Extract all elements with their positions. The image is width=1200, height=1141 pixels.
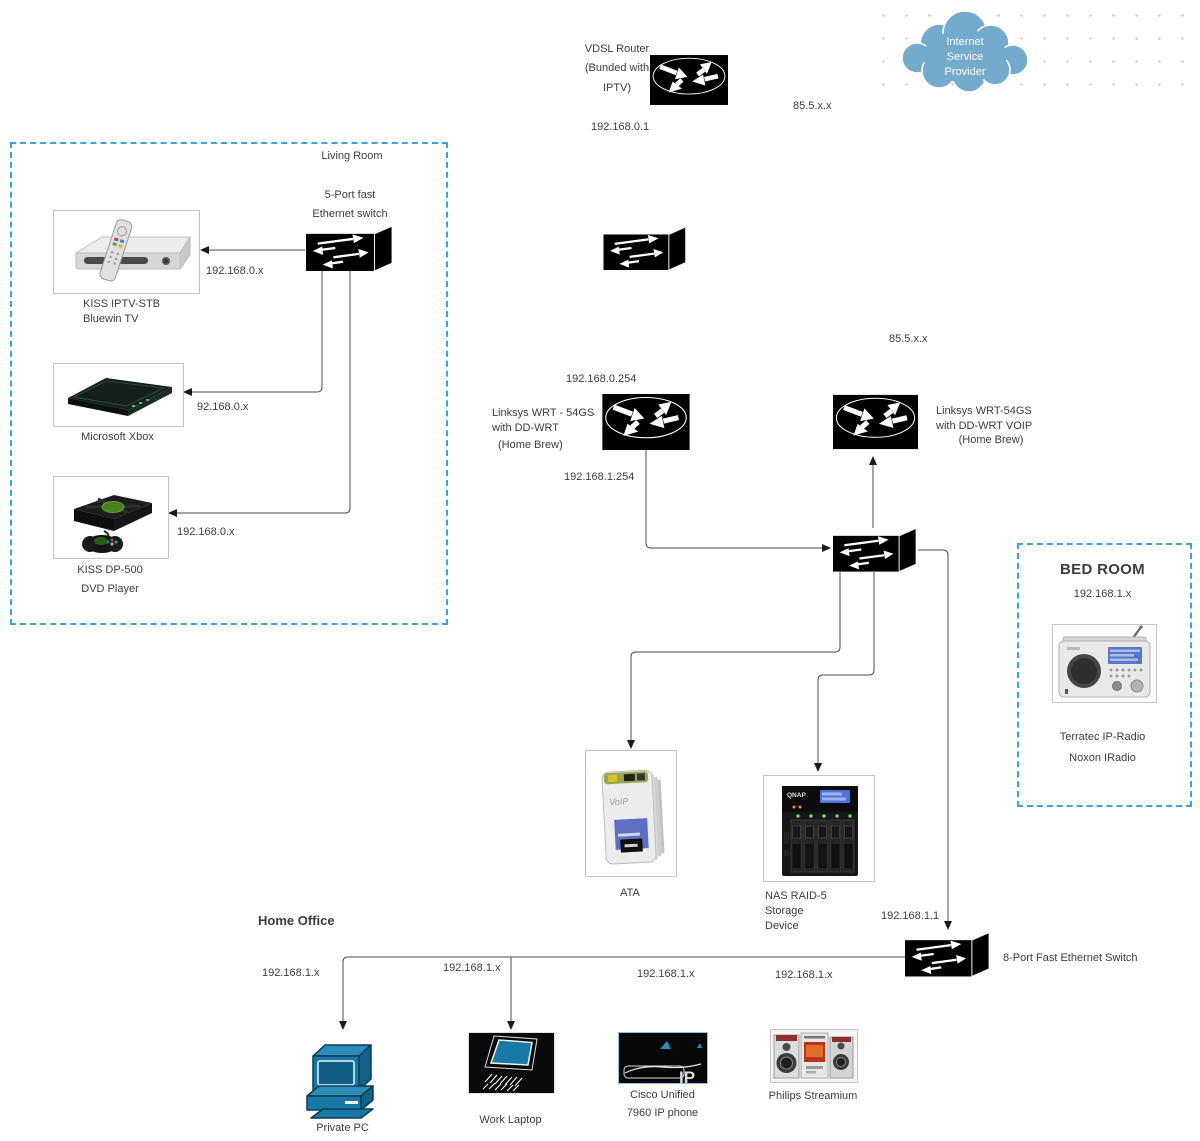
- stb-label: KISS IPTV-STB Bluewin TV: [83, 298, 161, 325]
- router-left-wan-ip: 192.168.0.254: [566, 373, 637, 385]
- work-laptop-drawing: [469, 1033, 554, 1093]
- xbox-image: [53, 363, 184, 427]
- stb-ip: 192.168.0.x: [206, 265, 264, 277]
- stereo-label: Philips Streamium: [768, 1090, 858, 1102]
- phone-label: Cisco Unified 7960 IP phone: [626, 1089, 699, 1119]
- ata-image: VoIP: [585, 750, 677, 877]
- stereo-ip: 192.168.1.x: [775, 969, 833, 981]
- radio-model-label: Noxon IRadio: [1069, 752, 1136, 764]
- five-port-switch-icon: [305, 226, 395, 271]
- router-right-label: Linksys WRT-54GS with DD-WRT VOIP: [936, 405, 1033, 432]
- laptop-ip: 192.168.1.x: [443, 962, 501, 974]
- linksys-router-left-icon: [602, 394, 690, 450]
- router-left-lan-ip: 192.168.1.254: [564, 471, 635, 483]
- bedroom-ip: 192.168.1.x: [1073, 588, 1132, 600]
- svg-text:VoIP: VoIP: [609, 796, 629, 807]
- vdsl-router-icon: [650, 55, 728, 105]
- nas-image: QNAP: [763, 775, 875, 882]
- eight-port-switch-label: 8-Port Fast Ethernet Switch: [1003, 952, 1138, 964]
- streamium-image: [770, 1029, 858, 1083]
- laptop-label: Work Laptop: [479, 1114, 542, 1126]
- connector-routerleft-to-switch: [645, 450, 822, 549]
- wan-ip-label-top: 85.5.x.x: [793, 100, 832, 112]
- router-right-homebrew-label: (Home Brew): [958, 434, 1024, 446]
- private-pc-icon: [306, 1044, 374, 1119]
- ata-drawing: VoIP: [601, 769, 665, 865]
- connector-switch-to-nas: [817, 572, 875, 763]
- isp-cloud-label: Internet Service Provider: [944, 36, 986, 78]
- dvd-player-ip: 192.168.0.x: [177, 526, 235, 538]
- vdsl-router-label: VDSL Router (Bunded with IPTV): [584, 43, 650, 94]
- streamium-drawing: [771, 1030, 857, 1082]
- isp-cloud: [901, 10, 1029, 93]
- phone-ip: 192.168.1.x: [637, 968, 695, 980]
- bedroom-title: BED ROOM: [1060, 561, 1145, 578]
- ip-phone-drawing: IP: [619, 1033, 707, 1083]
- router-left-homebrew-label: (Home Brew): [498, 439, 563, 451]
- connector-bus-home-office: [342, 956, 905, 1021]
- radio-name-label: Terratec IP-Radio: [1059, 731, 1146, 743]
- svg-text:QNAP: QNAP: [787, 792, 806, 799]
- home-office-title: Home Office: [258, 913, 335, 928]
- eight-port-switch-ip: 192.168.1.1: [881, 910, 940, 922]
- eight-port-switch-icon: [905, 932, 991, 977]
- linksys-router-right-icon: [833, 394, 918, 450]
- ip-phone-image: IP: [618, 1032, 708, 1084]
- nas-label: NAS RAID-5 Storage Device: [765, 890, 827, 932]
- living-room-title: Living Room: [321, 150, 383, 162]
- pc-label: Private PC: [316, 1122, 369, 1134]
- stb-drawing: [74, 219, 191, 282]
- dvd-player-drawing: [74, 495, 152, 553]
- ip-radio-drawing: [1058, 625, 1151, 698]
- living-room-zone: [10, 142, 448, 625]
- svg-text:IP: IP: [679, 1068, 695, 1083]
- dvd-player-image: [53, 476, 169, 559]
- xbox-ip: 92.168.0.x: [197, 401, 249, 413]
- stb-image: [53, 210, 200, 294]
- ata-label: ATA: [620, 887, 640, 899]
- router-left-label: Linksys WRT - 54GS with DD-WRT: [492, 407, 595, 434]
- connector-switch-to-ata: [630, 572, 841, 740]
- spare-switch-icon: [603, 227, 688, 270]
- xbox-label: Microsoft Xbox: [81, 431, 154, 443]
- dvd-player-label: KISS DP-500 DVD Player: [77, 564, 143, 596]
- connector-switch-to-8port: [918, 549, 949, 921]
- xbox-drawing: [68, 378, 172, 416]
- vdsl-router-ip: 192.168.0.1: [591, 121, 650, 133]
- central-switch-icon: [833, 528, 918, 572]
- bedroom-zone: [1017, 543, 1192, 807]
- pc-ip: 192.168.1.x: [262, 967, 320, 979]
- nas-drawing: QNAP: [782, 786, 858, 876]
- wan-ip-label-mid: 85.5.x.x: [889, 333, 928, 345]
- work-laptop-image: [468, 1032, 555, 1094]
- five-port-switch-label: 5-Port fast Ethernet switch: [312, 189, 388, 221]
- ip-radio-image: [1052, 624, 1157, 703]
